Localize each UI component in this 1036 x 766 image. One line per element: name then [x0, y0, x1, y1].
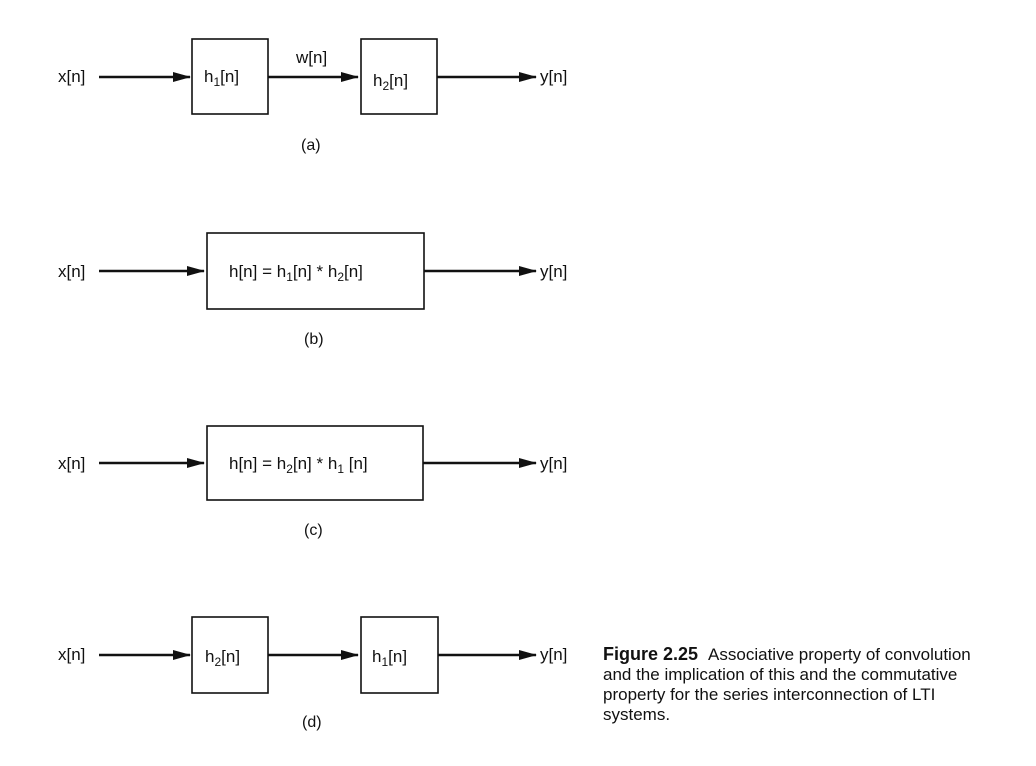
figure-number: Figure 2.25	[603, 644, 699, 664]
output-signal-label: y[n]	[540, 454, 567, 473]
output-signal-label: y[n]	[540, 262, 567, 281]
combined-system-label: h[n] = h1[n] * h2[n]	[229, 262, 363, 284]
input-signal-label: x[n]	[58, 67, 85, 86]
panel-b-label: (b)	[304, 331, 324, 348]
panel-d: x[n] h2[n] h1[n] y[n] (d)	[58, 616, 567, 731]
panel-c-label: (c)	[304, 522, 323, 539]
output-signal-label: y[n]	[540, 67, 567, 86]
input-signal-label: x[n]	[58, 645, 85, 664]
system-h2-box	[360, 38, 438, 115]
system-h1-box	[360, 616, 439, 694]
input-signal-label: x[n]	[58, 454, 85, 473]
system-h1-label: h1[n]	[372, 647, 407, 669]
panel-a-label: (a)	[301, 137, 321, 154]
system-h1-label: h1[n]	[204, 67, 239, 89]
output-signal-label: y[n]	[540, 645, 567, 664]
panel-a: x[n] h1[n] w[n] h2[n] y[n] (a)	[58, 38, 567, 154]
caption-text: Associative property of convolution and …	[603, 645, 971, 724]
system-h2-label: h2[n]	[205, 647, 240, 669]
input-signal-label: x[n]	[58, 262, 85, 281]
panel-b: x[n] h[n] = h1[n] * h2[n] y[n] (b)	[58, 232, 567, 348]
intermediate-signal-label: w[n]	[295, 48, 327, 67]
panel-c: x[n] h[n] = h2[n] * h1 [n] y[n] (c)	[58, 425, 567, 539]
system-h2-label: h2[n]	[373, 71, 408, 93]
system-h2-box	[191, 616, 269, 694]
combined-system-box	[206, 425, 424, 501]
combined-system-label: h[n] = h2[n] * h1 [n]	[229, 454, 368, 476]
combined-system-box	[206, 232, 425, 310]
panel-d-label: (d)	[302, 714, 322, 731]
